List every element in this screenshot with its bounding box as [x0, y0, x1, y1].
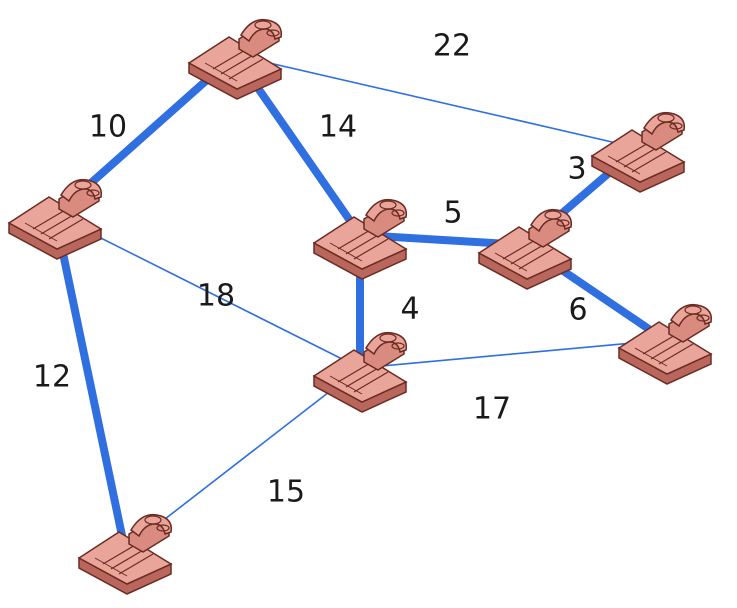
edge-weight-label: 22	[433, 29, 471, 64]
edge-weight-label: 17	[473, 392, 511, 427]
edge-weight-label: 14	[319, 110, 357, 145]
edge-weight-label: 10	[89, 110, 127, 145]
edge-weight-label: 12	[33, 360, 71, 395]
telephone-icon	[478, 208, 573, 290]
edge-weight-label: 15	[267, 475, 305, 510]
edge-a-e	[54, 214, 361, 369]
edge-weight-label: 3	[567, 152, 586, 187]
edge-a-h	[51, 211, 129, 554]
telephone-icon	[78, 513, 173, 595]
edge-e-g	[359, 339, 666, 369]
telephone-icon	[8, 178, 103, 260]
edge-weight-label: 18	[197, 279, 235, 314]
edge-labels-layer: 10 18 12 22 14 5 4 3 6 17 15	[33, 29, 588, 510]
edge-weight-label: 5	[443, 196, 462, 231]
edge-weight-label: 4	[400, 292, 419, 327]
edge-b-c	[234, 54, 639, 149]
edge-weight-label: 6	[568, 293, 587, 328]
